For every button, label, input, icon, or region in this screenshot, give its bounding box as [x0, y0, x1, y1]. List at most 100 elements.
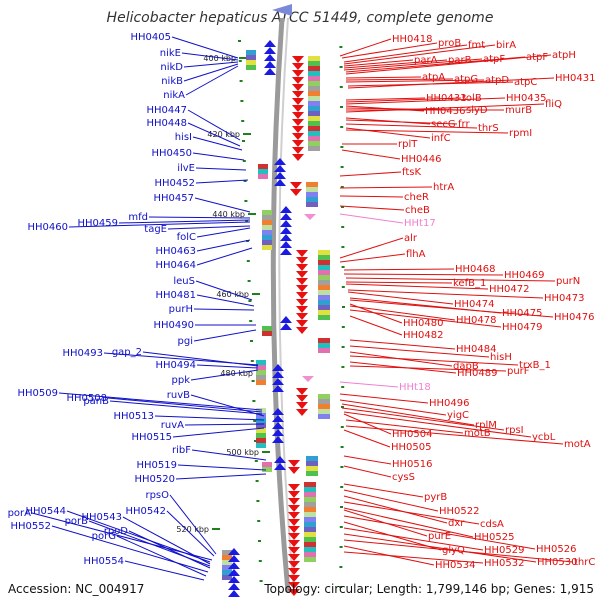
gene-label: HH0530: [537, 557, 578, 568]
leader-line: [194, 197, 251, 213]
leader-line: [124, 560, 205, 581]
leader-line: [345, 283, 489, 290]
minor-tick: [259, 580, 263, 582]
gene-label: kefB_1: [453, 278, 486, 289]
leader-line: [339, 381, 399, 388]
gene-arrow-reverse: [296, 395, 308, 402]
gene-label: HHt18: [399, 382, 431, 393]
gene-label: HH0534: [435, 560, 476, 571]
cog-block: [256, 370, 266, 375]
leader-line: [343, 411, 532, 438]
gene-arrow-reverse: [292, 56, 304, 63]
gene-arrow-forward: [228, 576, 240, 583]
leader-line: [196, 239, 251, 252]
gene-arrow-forward: [272, 371, 284, 378]
cog-block: [304, 517, 316, 522]
minor-tick: [341, 366, 345, 368]
cog-block: [318, 250, 330, 255]
gene-label: flhA: [406, 249, 426, 260]
gene-label: HH0435: [506, 93, 547, 104]
gene-label: HH0457: [154, 193, 195, 204]
gene-label: rpoD: [104, 526, 129, 537]
minor-tick: [341, 386, 345, 388]
minor-tick: [341, 206, 344, 208]
leader-line: [343, 44, 468, 63]
gene-arrow-reverse: [292, 140, 304, 147]
gene-label: HH0418: [392, 34, 433, 45]
gene-label: HH0522: [439, 506, 480, 517]
cog-block: [308, 106, 320, 111]
cog-block: [262, 331, 272, 336]
cog-block: [256, 365, 266, 370]
cog-block: [304, 512, 316, 517]
cog-block: [308, 146, 320, 151]
leader-line: [345, 97, 426, 101]
minor-tick: [258, 560, 262, 562]
cog-block: [318, 399, 330, 404]
gene-label: atpG: [454, 74, 478, 85]
leader-line: [345, 123, 478, 129]
cog-block: [318, 290, 330, 295]
leader-line: [148, 216, 251, 219]
gene-arrow-forward: [272, 422, 284, 429]
gene-arrow-forward: [280, 241, 292, 248]
cog-block: [306, 187, 318, 192]
minor-tick: [244, 200, 248, 202]
gene-label: purN: [556, 276, 580, 287]
gene-label: HH0505: [391, 442, 432, 453]
gene-label: HH0475: [502, 308, 543, 319]
cog-block: [308, 81, 320, 86]
leader-line: [343, 515, 536, 550]
cog-block: [308, 101, 320, 106]
cog-block: [304, 542, 316, 547]
gene-label: HH0474: [454, 299, 495, 310]
minor-tick: [340, 166, 344, 168]
leader-line: [343, 539, 574, 563]
genome-title: Helicobacter hepaticus ATCC 51449, compl…: [106, 10, 494, 26]
cog-block: [308, 141, 320, 146]
leader-line: [345, 54, 552, 75]
leader-line: [339, 399, 447, 416]
gene-label: HH0436: [425, 106, 466, 117]
leader-line: [116, 535, 207, 577]
cog-block: [222, 555, 232, 560]
minor-tick: [342, 306, 345, 308]
minor-tick: [245, 220, 249, 222]
gene-label: HH0480: [403, 318, 444, 329]
gene-label: panB: [83, 396, 109, 407]
gene-arrow-forward: [272, 385, 284, 392]
leader-line: [343, 273, 504, 276]
gene-arrow-forward: [280, 323, 292, 330]
minor-tick: [340, 146, 344, 148]
cog-block: [318, 343, 330, 348]
gene-label: HH0513: [114, 411, 155, 422]
cog-block: [222, 560, 232, 565]
gene-label: ppk: [172, 375, 191, 386]
minor-tick: [240, 100, 244, 102]
gene-label: purE: [428, 531, 451, 542]
gene-arrow-forward: [272, 429, 284, 436]
gene-label: thrC: [574, 557, 595, 568]
cog-block: [308, 91, 320, 96]
gene-label: fmt: [468, 40, 485, 51]
kbp-tick-label: 420 kbp: [207, 130, 240, 139]
gene-label: HH0473: [544, 293, 585, 304]
leader-line: [345, 79, 485, 83]
cog-block: [304, 532, 316, 537]
cog-block: [222, 565, 232, 570]
cog-block: [318, 305, 330, 310]
cog-block: [306, 466, 318, 471]
leader-line: [345, 129, 509, 134]
gene-arrow-forward: [274, 165, 286, 172]
leader-line: [347, 291, 454, 305]
gene-label: HH0472: [489, 284, 530, 295]
cog-block: [256, 408, 266, 413]
cog-block: [318, 348, 330, 353]
cog-block: [308, 66, 320, 71]
gene-label: trxB_1: [519, 360, 551, 371]
gene-label: HH0542: [126, 506, 167, 517]
gene-arrow-reverse: [288, 512, 300, 519]
cog-block: [308, 126, 320, 131]
cog-block: [308, 61, 320, 66]
minor-tick: [341, 346, 345, 348]
